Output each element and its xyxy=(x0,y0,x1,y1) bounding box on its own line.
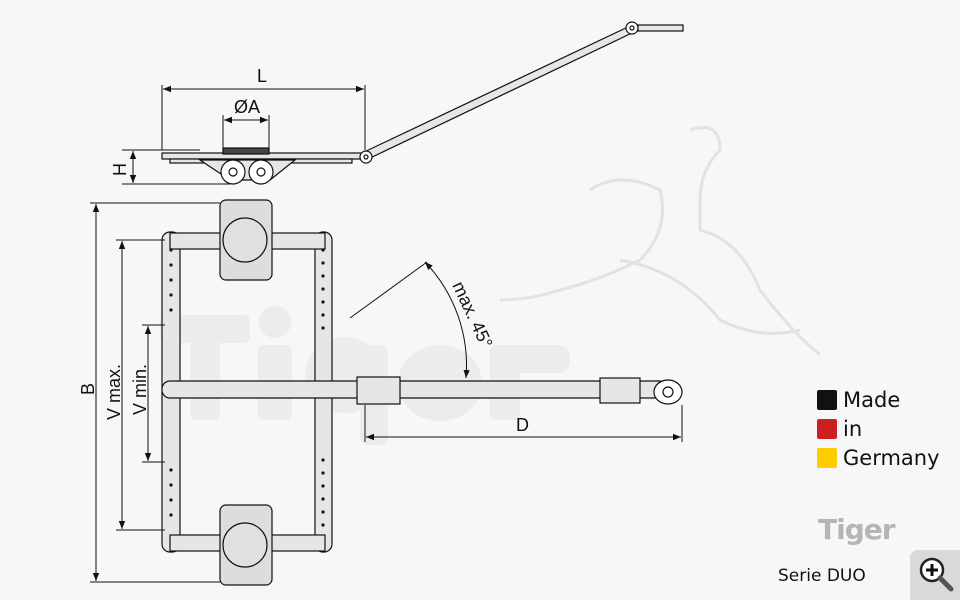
legend-label: in xyxy=(843,416,863,441)
color-swatch-black xyxy=(817,389,837,410)
dim-label-angle: max. 45° xyxy=(448,278,496,351)
tiger-watermark-drawing xyxy=(499,126,821,357)
legend-item: Made xyxy=(817,385,940,414)
frame-holes xyxy=(169,248,325,527)
dim-label-H: H xyxy=(110,163,130,176)
made-in-germany-legend: Made in Germany xyxy=(817,385,940,472)
legend-label: Made xyxy=(843,387,901,412)
dim-label-Vmin: V min. xyxy=(130,364,150,415)
legend-item: in xyxy=(817,414,940,443)
top-dimensions xyxy=(90,202,683,583)
zoom-button[interactable] xyxy=(910,550,960,600)
dim-label-A: ØA xyxy=(234,97,260,117)
series-label: Serie DUO xyxy=(778,566,866,586)
zoom-in-icon xyxy=(919,557,954,592)
tiger-logo: Tiger xyxy=(818,513,896,546)
dim-label-B: B xyxy=(78,383,98,395)
dim-label-D: D xyxy=(516,415,529,435)
side-dimensions xyxy=(122,85,366,185)
color-swatch-gold xyxy=(817,447,837,468)
dim-label-Vmax: V max. xyxy=(104,364,124,420)
dim-label-L: L xyxy=(257,66,267,86)
legend-label: Germany xyxy=(843,445,940,470)
side-view xyxy=(161,21,684,185)
top-view xyxy=(161,199,683,586)
color-swatch-red xyxy=(817,418,837,439)
legend-item: Germany xyxy=(817,443,940,472)
